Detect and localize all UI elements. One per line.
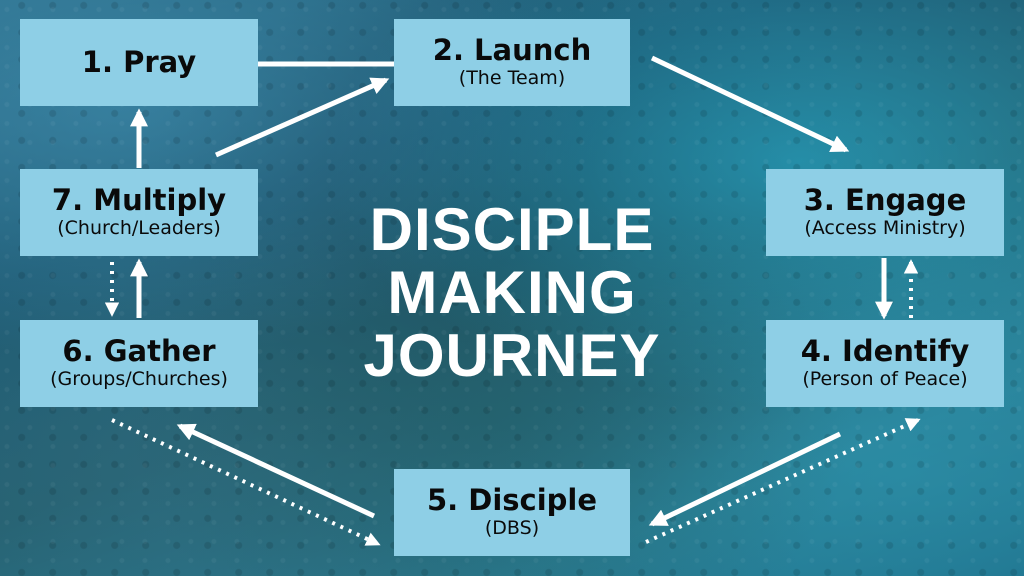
step-pray: 1. Pray — [20, 19, 258, 106]
step-launch: 2. Launch (The Team) — [394, 19, 630, 106]
step-disciple: 5. Disciple (DBS) — [394, 469, 630, 556]
step-launch-subtitle: (The Team) — [458, 66, 566, 89]
dotted-arrow-disciple-to-identify — [645, 418, 921, 544]
arrow-multiply-to-launch — [214, 77, 390, 158]
step-gather-title: 6. Gather — [62, 333, 216, 368]
arrow-launch-to-engage — [650, 55, 850, 153]
arrow-disciple-to-gather — [176, 423, 376, 519]
arrow-identify-to-disciple — [648, 431, 842, 527]
step-identify-title: 4. Identify — [800, 333, 970, 368]
step-gather-subtitle: (Groups/Churches) — [50, 367, 228, 390]
step-pray-title: 1. Pray — [81, 44, 197, 79]
step-multiply-subtitle: (Church/Leaders) — [57, 216, 221, 239]
title-line-2: MAKING — [387, 259, 637, 326]
title-line-1: DISCIPLE — [369, 196, 655, 263]
step-multiply: 7. Multiply (Church/Leaders) — [20, 169, 258, 256]
step-launch-title: 2. Launch — [432, 32, 592, 67]
step-identify-subtitle: (Person of Peace) — [802, 367, 968, 390]
step-disciple-subtitle: (DBS) — [484, 516, 540, 539]
step-gather: 6. Gather (Groups/Churches) — [20, 320, 258, 407]
step-disciple-title: 5. Disciple — [426, 482, 598, 517]
step-identify: 4. Identify (Person of Peace) — [766, 320, 1004, 407]
step-engage: 3. Engage (Access Ministry) — [766, 169, 1004, 256]
step-multiply-title: 7. Multiply — [51, 182, 227, 217]
step-engage-title: 3. Engage — [803, 182, 967, 217]
diagram-title: DISCIPLE MAKING JOURNEY — [330, 198, 694, 387]
step-engage-subtitle: (Access Ministry) — [804, 216, 966, 239]
dotted-arrow-gather-to-disciple — [111, 418, 381, 546]
title-line-3: JOURNEY — [363, 322, 661, 389]
